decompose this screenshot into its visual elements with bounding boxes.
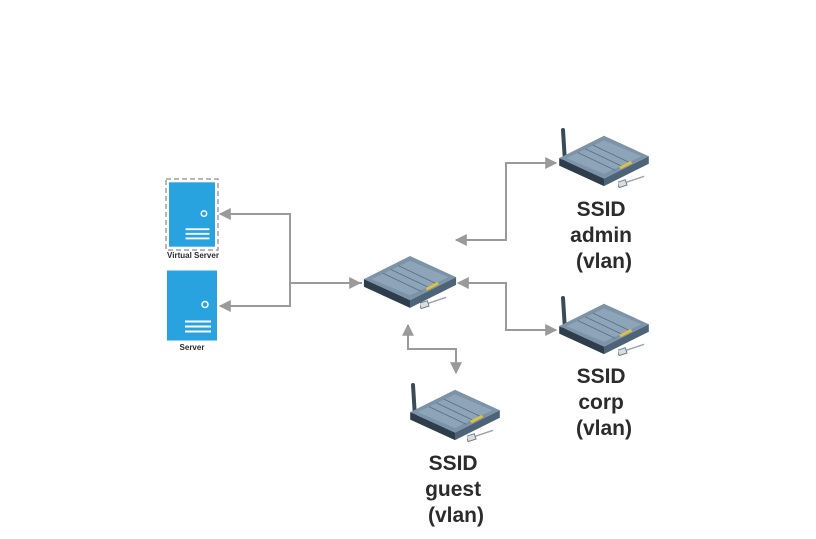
ap-guest-label: SSID guest (vlan) bbox=[425, 452, 487, 527]
router-icon bbox=[363, 255, 457, 309]
link-corp-ap bbox=[456, 277, 558, 336]
server-icon bbox=[167, 270, 217, 341]
virtual-server-node: Virtual Server bbox=[165, 178, 219, 260]
ap-admin-plug-icon bbox=[618, 175, 645, 188]
central-router-node bbox=[363, 255, 457, 309]
link-guest-ap bbox=[402, 323, 462, 375]
connectors bbox=[218, 157, 558, 375]
virtual-server-icon bbox=[169, 182, 215, 247]
ap-corp-label: SSID corp (vlan) bbox=[576, 365, 632, 440]
ap-admin-label: SSID admin (vlan) bbox=[570, 198, 638, 273]
ap-guest-node: SSID guest (vlan) bbox=[409, 383, 501, 527]
ap-corp-plug-icon bbox=[618, 343, 645, 356]
link-central-to-server bbox=[218, 283, 291, 312]
virtual-server-label: Virtual Server bbox=[167, 251, 219, 260]
virtual-server-frame bbox=[165, 178, 219, 251]
server-node: Server bbox=[167, 270, 217, 352]
server-label: Server bbox=[180, 343, 205, 352]
link-central-to-virtual-server bbox=[218, 208, 362, 284]
ap-admin-node: SSID admin (vlan) bbox=[558, 128, 650, 273]
ap-corp-node: SSID corp (vlan) bbox=[558, 296, 650, 440]
link-admin-ap bbox=[454, 157, 558, 246]
